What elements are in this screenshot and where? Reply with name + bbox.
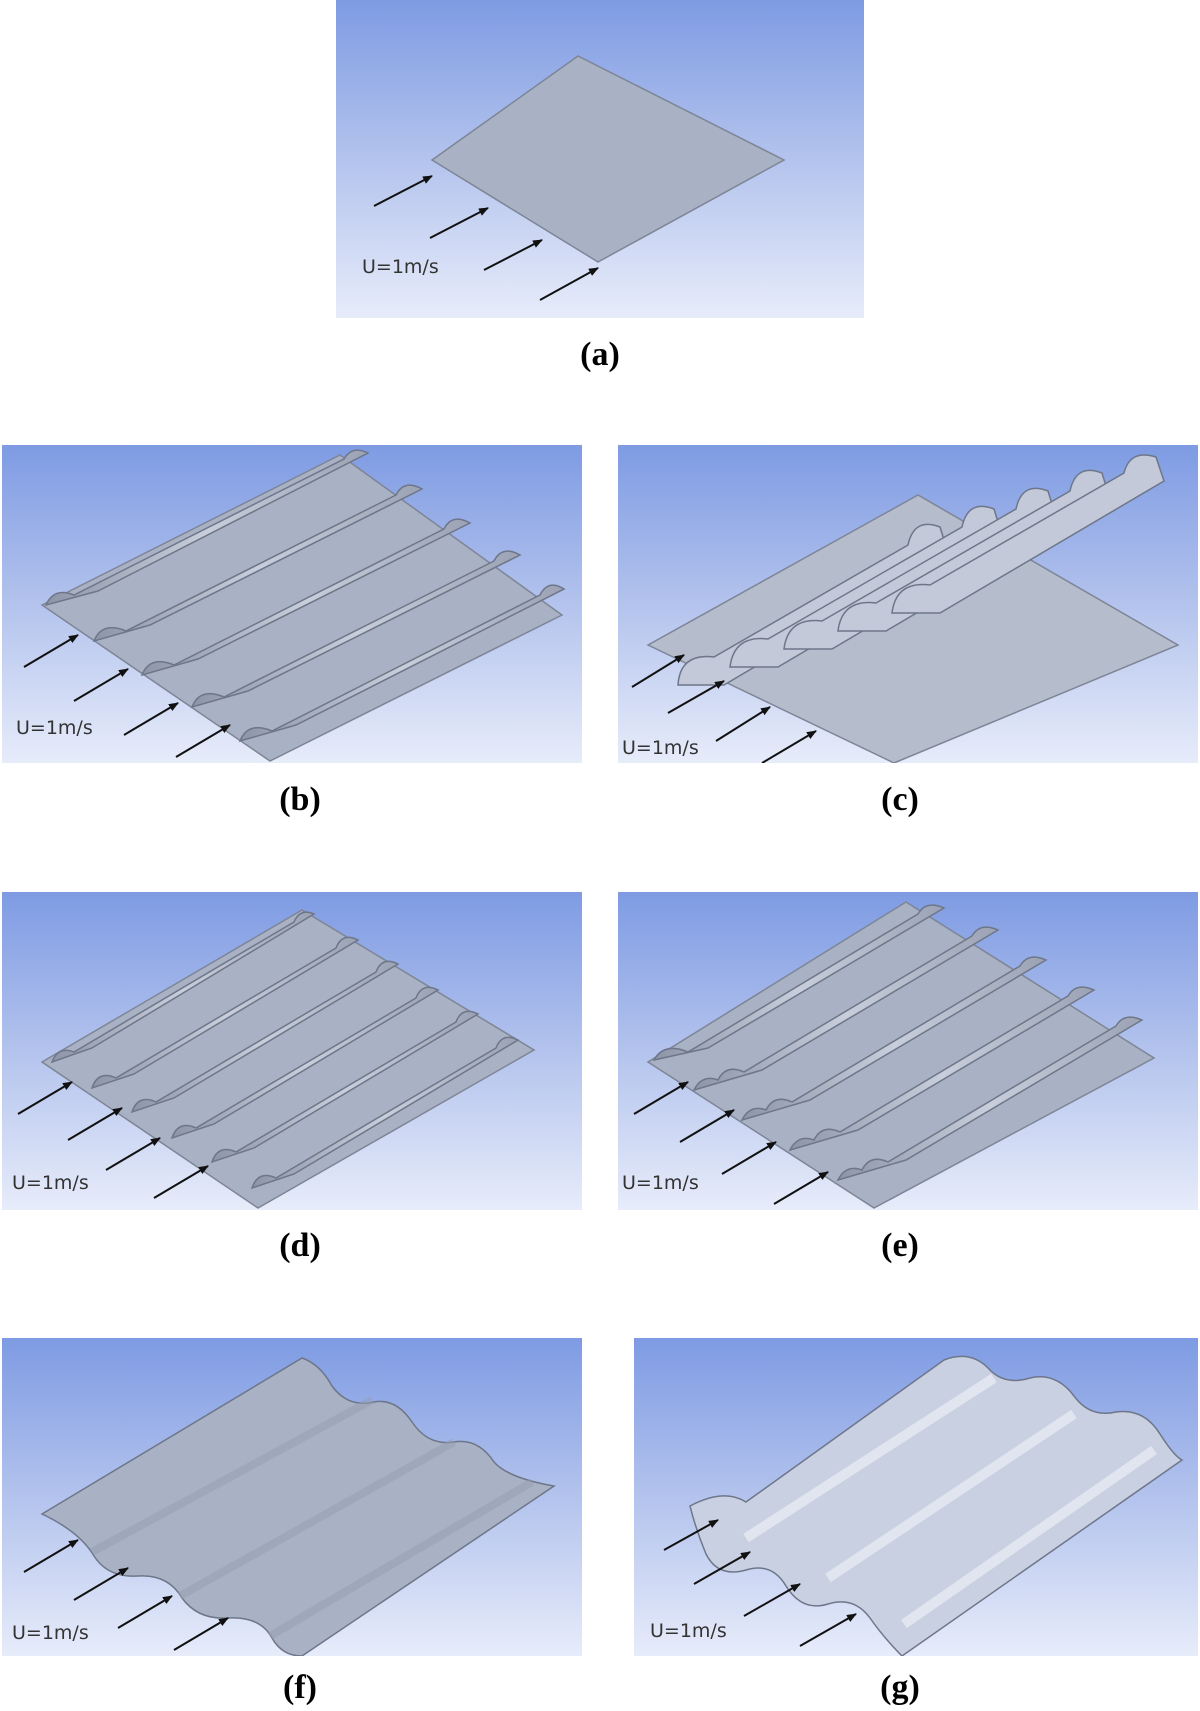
panel-caption: (e) xyxy=(881,1227,919,1264)
panel-a: U=1m/s xyxy=(336,0,864,318)
ridges xyxy=(44,449,566,743)
flow-arrow xyxy=(429,207,489,239)
wave-shading xyxy=(743,1373,1157,1629)
flow-arrow xyxy=(117,1595,173,1629)
ridges xyxy=(652,904,1144,1182)
flow-arrow xyxy=(693,1551,751,1585)
flow-arrow xyxy=(761,730,817,763)
flow-arrow xyxy=(17,1081,73,1115)
corrugated-plate-diagram xyxy=(23,449,566,762)
flow-arrow xyxy=(73,668,129,702)
flow-arrow xyxy=(773,1171,829,1205)
flow-arrow xyxy=(23,634,79,668)
velocity-label: U=1m/s xyxy=(362,256,439,278)
wavy-plate-diagram xyxy=(23,1357,556,1656)
plate-base xyxy=(40,454,564,762)
panel-b: U=1m/s xyxy=(2,445,582,763)
flow-arrow xyxy=(175,724,231,758)
flow-arrow xyxy=(667,680,725,714)
flow-arrow xyxy=(799,1613,857,1647)
panel-caption: (c) xyxy=(881,781,919,818)
flow-arrow xyxy=(633,1081,689,1115)
flow-arrow xyxy=(373,175,433,207)
flat-plate-diagram xyxy=(373,55,786,301)
flow-arrow xyxy=(663,1519,719,1551)
wavy-plate-diagram xyxy=(663,1355,1184,1656)
corrugated-plate-diagram xyxy=(17,909,536,1209)
panel-g: U=1m/s xyxy=(634,1338,1198,1656)
panel-d: U=1m/s xyxy=(2,892,582,1210)
flow-arrow xyxy=(631,654,685,688)
velocity-label: U=1m/s xyxy=(622,737,699,759)
wavy-plate xyxy=(689,1355,1184,1656)
flow-arrow xyxy=(105,1137,161,1171)
flow-arrow xyxy=(23,1539,79,1573)
corrugated-plate-diagram xyxy=(633,901,1156,1209)
plate-base xyxy=(646,901,1156,1209)
velocity-label: U=1m/s xyxy=(16,717,93,739)
panel-caption: (g) xyxy=(880,1669,920,1706)
flow-arrow xyxy=(73,1567,129,1601)
panel-c: U=1m/s xyxy=(618,445,1198,763)
velocity-label: U=1m/s xyxy=(622,1172,699,1194)
ridges xyxy=(50,911,520,1190)
panel-caption: (d) xyxy=(279,1227,321,1264)
wavy-plate xyxy=(40,1357,556,1656)
panel-f: U=1m/s xyxy=(2,1338,582,1656)
panel-caption: (b) xyxy=(279,781,321,818)
flow-arrow xyxy=(67,1107,123,1141)
plate-base xyxy=(646,494,1180,763)
plate-base xyxy=(40,909,536,1209)
flow-arrow xyxy=(715,706,771,742)
flow-arrow xyxy=(123,702,179,736)
velocity-label: U=1m/s xyxy=(12,1622,89,1644)
flow-arrow xyxy=(743,1583,801,1617)
flat-plate xyxy=(430,55,786,263)
velocity-label: U=1m/s xyxy=(12,1172,89,1194)
flow-arrow xyxy=(173,1617,229,1651)
flow-arrow xyxy=(679,1109,735,1143)
flow-arrow xyxy=(721,1141,777,1175)
flow-arrow xyxy=(153,1165,209,1199)
wave-shading xyxy=(90,1396,535,1640)
flow-arrow xyxy=(483,239,543,271)
panel-e: U=1m/s xyxy=(618,892,1198,1210)
panel-caption: (f) xyxy=(283,1669,317,1706)
cylinders xyxy=(677,454,1165,686)
flow-arrow xyxy=(539,267,599,301)
velocity-label: U=1m/s xyxy=(650,1620,727,1642)
panel-caption: (a) xyxy=(580,336,620,373)
corrugated-plate-diagram xyxy=(631,454,1180,763)
